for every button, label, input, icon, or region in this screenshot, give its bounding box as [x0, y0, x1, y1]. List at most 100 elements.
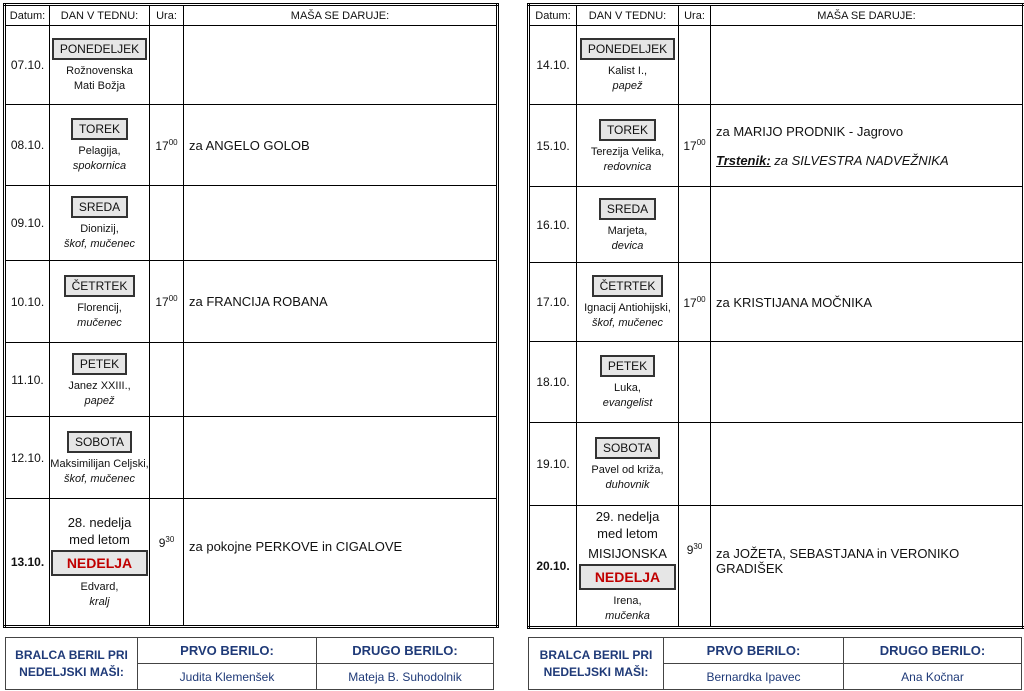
date-cell: 11.10. [4, 342, 50, 417]
day-name-box: SOBOTA [594, 437, 661, 459]
time-cell [678, 341, 711, 423]
saint-name: Ignacij Antiohijski,škof, mučenec [577, 301, 678, 331]
time-cell [678, 186, 711, 263]
day-name-box: ČETRTEK [591, 275, 664, 297]
saint-title: evangelist [602, 397, 653, 409]
day-cell: PETEK Janez XXIII.,papež [49, 342, 150, 417]
day-name-box: NEDELJA [50, 550, 149, 576]
day-cell: SOBOTA Maksimilijan Celjski,škof, mučenec [49, 416, 150, 499]
saint-title: škof, mučenec [592, 317, 663, 329]
day-name-box: PETEK [71, 352, 128, 375]
saint-title: mučenka [605, 610, 650, 622]
day-name-box: TOREK [598, 118, 657, 141]
week-label-2: med letom [597, 526, 658, 541]
day-row: 12.10. SOBOTA Maksimilijan Celjski,škof, m… [4, 416, 498, 499]
time-cell [149, 25, 184, 105]
week-label-3: MISIJONSKA [588, 546, 667, 561]
mass-cell [183, 185, 498, 261]
mass-cell: za pokojne PERKOVE in CIGALOVE [183, 498, 498, 627]
mass-cell: za ANGELO GOLOB [183, 104, 498, 186]
day-name-box: SOBOTA [66, 430, 133, 453]
saint-name: Maksimilijan Celjski,škof, mučenec [50, 457, 149, 485]
time-hour: 9 [158, 536, 166, 550]
day-cell: ČETRTEK Ignacij Antiohijski,škof, mučenec [576, 262, 679, 342]
saint-title: devica [611, 239, 644, 252]
week-label: 28. nedelja [67, 515, 132, 530]
mass-intention: za JOŽETA, SEBASTJANA in VERONIKO GRADIŠ… [716, 546, 960, 576]
time-minutes: 00 [168, 294, 178, 303]
time-cell: 1700 [678, 262, 711, 342]
time-hour: 17 [155, 295, 169, 309]
time-cell: 1700 [149, 104, 184, 186]
time-cell: 1700 [149, 260, 184, 343]
second-reader: Mateja B. Suhodolnik [316, 663, 494, 690]
mass-cell [710, 422, 1024, 506]
saint-title: papež [84, 394, 115, 407]
saint-title: mučenec [77, 316, 122, 329]
mass-cell [183, 342, 498, 417]
header-row: Datum:DAN V TEDNU:Ura:MAŠA SE DARUJE: [528, 4, 1024, 26]
saint-name: Janez XXIII.,papež [50, 379, 149, 409]
time-hour: 17 [155, 138, 169, 153]
time-minutes: 00 [168, 137, 178, 147]
saint-name: Marjeta,devica [577, 224, 678, 254]
date-cell: 12.10. [4, 416, 50, 499]
secondary-mass: Trstenik: za SILVESTRA NADVEŽNIKA [716, 152, 949, 168]
day-name-box: TOREK [70, 118, 129, 140]
date-cell: 20.10. [528, 505, 577, 628]
first-reader: Bernardka Ipavec [663, 663, 844, 690]
date-cell: 13.10. [4, 498, 50, 627]
mass-cell: za JOŽETA, SEBASTJANA in VERONIKO GRADIŠ… [710, 505, 1024, 628]
day-row: 11.10. PETEK Janez XXIII.,papež [4, 342, 498, 417]
time-cell: 930 [678, 505, 711, 628]
date-cell: 08.10. [4, 104, 50, 186]
saint-title: redovnica [603, 160, 652, 173]
saint-name: Dionizij,škof, mučenec [50, 222, 149, 252]
date-cell: 15.10. [528, 104, 577, 187]
time-minutes: 00 [696, 294, 706, 304]
saint-name-2: Mati Božja [73, 80, 126, 92]
header-mass: MAŠA SE DARUJE: [183, 4, 498, 26]
date-cell: 07.10. [4, 25, 50, 105]
time-hour: 17 [683, 139, 697, 153]
time-cell: 1700 [678, 104, 711, 187]
header-row: Datum:DAN V TEDNU:Ura:MAŠA SE DARUJE: [4, 4, 498, 26]
mass-cell [183, 416, 498, 499]
secondary-place: Trstenik: [716, 152, 771, 168]
first-reader: Judita Klemenšek [137, 663, 317, 690]
day-name-box: ČETRTEK [63, 274, 136, 297]
saint-name: Pelagija,spokornica [50, 144, 149, 174]
date-cell: 14.10. [528, 25, 577, 105]
first-reading-title: PRVO BERILO: [137, 637, 317, 664]
time-cell [678, 25, 711, 105]
second-reading-title: DRUGO BERILO: [316, 637, 494, 664]
day-name-box: NEDELJA [578, 564, 677, 590]
time-minutes: 30 [165, 535, 175, 544]
mass-intention: za ANGELO GOLOB [189, 137, 310, 153]
saint-name: Luka,evangelist [577, 381, 678, 411]
time-cell [149, 416, 184, 499]
week-label: 29. nedelja [595, 509, 660, 524]
date-cell: 09.10. [4, 185, 50, 261]
